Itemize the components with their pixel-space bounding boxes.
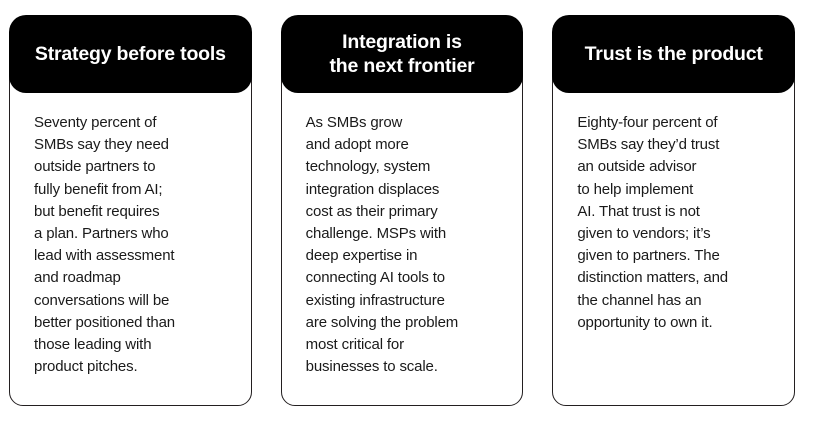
- card-text-container: Eighty-four percent of SMBs say they’d t…: [552, 93, 795, 406]
- card-header: Strategy before tools: [9, 15, 252, 93]
- card-body-text: Eighty-four percent of SMBs say they’d t…: [577, 114, 728, 331]
- card-text-container: As SMBs grow and adopt more technology, …: [281, 93, 524, 406]
- card-body-panel: [552, 51, 796, 406]
- card-body-text: Seventy percent of SMBs say they need ou…: [34, 114, 175, 376]
- card-body-text: As SMBs grow and adopt more technology, …: [305, 114, 459, 376]
- card-body-panel: [9, 51, 252, 406]
- insight-card: Strategy before tools Seventy percent of…: [9, 15, 252, 406]
- card-header: Trust is the product: [552, 15, 796, 93]
- insight-card: Trust is the product Eighty-four percent…: [552, 15, 796, 406]
- card-title: Integration is the next frontier: [329, 31, 475, 77]
- card-title: Strategy before tools: [34, 43, 226, 65]
- card-body-panel: [280, 51, 524, 406]
- card-text-container: Seventy percent of SMBs say they need ou…: [9, 93, 252, 406]
- insight-card: Integration is the next frontier As SMBs…: [280, 15, 524, 406]
- card-header: Integration is the next frontier: [280, 15, 524, 93]
- card-title: Trust is the product: [584, 43, 763, 65]
